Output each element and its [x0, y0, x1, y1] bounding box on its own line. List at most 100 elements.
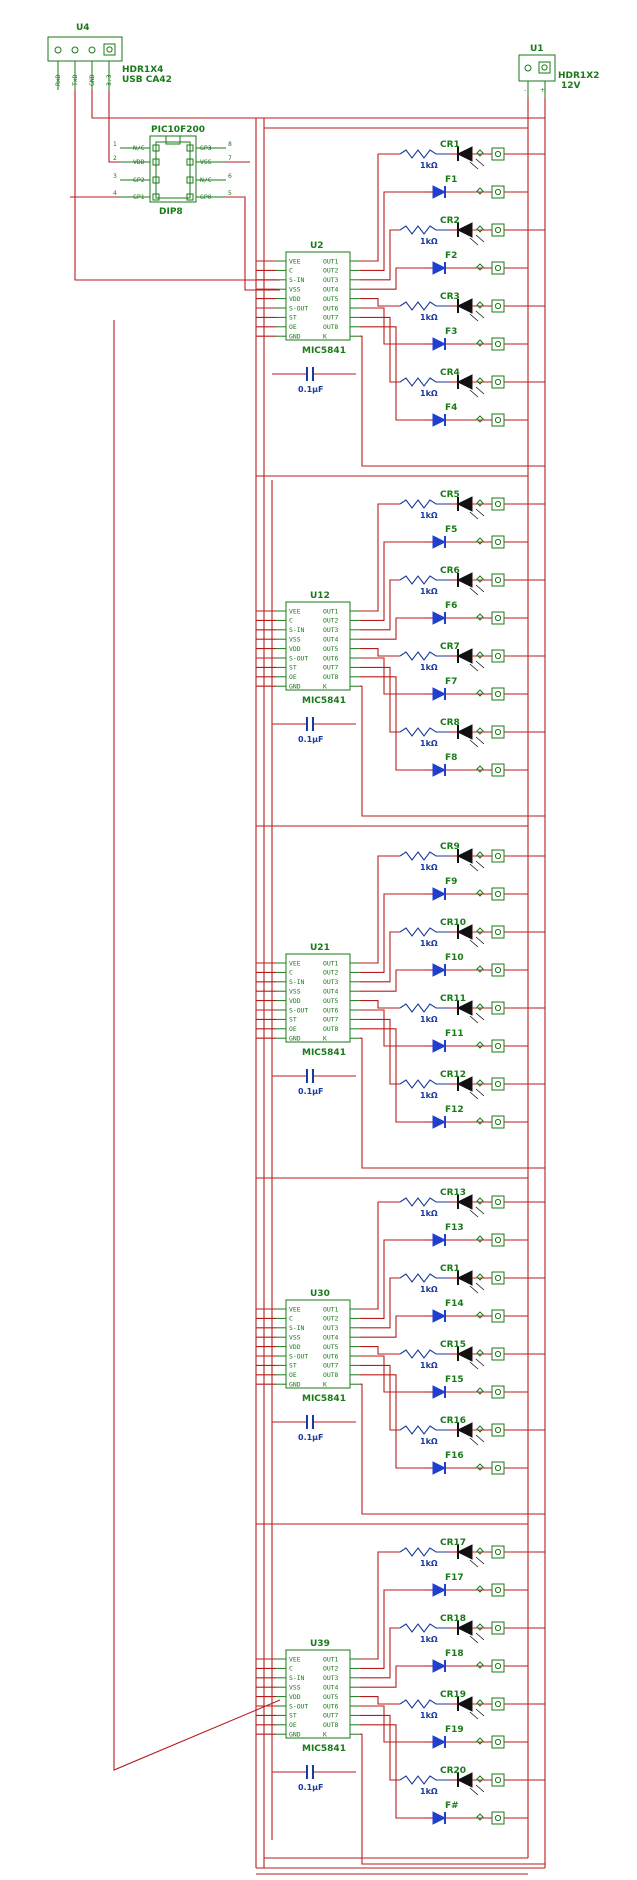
pad-square [491, 1039, 505, 1053]
pic-pin-name: GP3 [200, 144, 212, 152]
driver-part: MIC5841 [302, 1394, 346, 1404]
pad-square [491, 687, 505, 701]
capacitor-value: 0.1µF [298, 385, 324, 394]
led-label: CR19 [440, 1690, 466, 1700]
driver-pin-right: OUT4 [323, 988, 339, 996]
led-label: CR5 [440, 490, 460, 500]
driver-pin-right: OUT1 [323, 257, 339, 265]
led-stage-cr: CR17 1kΩ [360, 1538, 545, 1660]
resistor [399, 727, 450, 737]
pad-diamond [476, 187, 484, 195]
pic-pin-name: N/C [133, 144, 145, 152]
pad-square [491, 1233, 505, 1247]
led-label: F3 [445, 327, 457, 337]
diode [432, 1385, 447, 1399]
driver-pin-left: GND [289, 333, 301, 341]
led-stage-f: F1 [360, 175, 528, 271]
driver-ic-body [285, 953, 351, 1043]
driver-pin-left: VDD [289, 645, 301, 653]
led-diode [456, 496, 473, 512]
resistor [399, 1273, 450, 1283]
pad-diamond [476, 1079, 484, 1087]
led-label: F19 [445, 1725, 464, 1735]
pad-diamond [476, 765, 484, 773]
led-stage-f: F10 [360, 953, 528, 992]
pad-square [491, 1697, 505, 1711]
pad-diamond [476, 499, 484, 507]
capacitor-value: 0.1µF [298, 1087, 324, 1096]
led-stage-f: F6 [360, 601, 528, 640]
pad-square [491, 1583, 505, 1597]
diode [432, 1735, 447, 1749]
led-diode [456, 648, 473, 664]
u4-pin-circle [71, 46, 79, 54]
driver-pin-left: ST [289, 664, 297, 672]
driver-pin-left: VSS [289, 1684, 301, 1692]
pad-square [491, 1347, 505, 1361]
capacitor-value: 0.1µF [298, 735, 324, 744]
driver-pin-right: OUT4 [323, 636, 339, 644]
resistor [399, 225, 450, 235]
resistor-value: 1kΩ [420, 1559, 438, 1568]
driver-pin-right: OUT3 [323, 276, 339, 284]
driver-pin-left: OE [289, 1721, 297, 1729]
pic-pin-num: 5 [228, 190, 232, 197]
pic10f200: PIC10F200 DIP8 1 N/C 2 VDD 3 GP2 [113, 125, 232, 217]
driver-pin-right: OUT5 [323, 1343, 339, 1351]
u1-voltage: 12V [561, 81, 581, 91]
led-label: CR17 [440, 1538, 466, 1548]
driver-pin-right: OUT3 [323, 1324, 339, 1332]
pic-pin-1: 1 N/C [113, 141, 194, 152]
driver-pin-right: OUT7 [323, 664, 339, 672]
led-label: CR15 [440, 1340, 466, 1350]
led-label: CR3 [440, 292, 460, 302]
diode [432, 611, 447, 625]
pad-diamond [476, 1623, 484, 1631]
pad-square [491, 1735, 505, 1749]
pad-square [491, 1271, 505, 1285]
pad-diamond [476, 1387, 484, 1395]
driver-pin-right: OUT5 [323, 1693, 339, 1701]
resistor [399, 851, 450, 861]
led-label: CR12 [440, 1070, 466, 1080]
pad-square [491, 1309, 505, 1323]
driver-ref: U12 [310, 591, 330, 601]
led-stage-f: F17 [360, 1573, 528, 1669]
resistor-value: 1kΩ [420, 663, 438, 672]
pic-part: PIC10F200 [151, 125, 205, 135]
driver-pin-left: S-OUT [289, 1702, 308, 1710]
pad-square [491, 1077, 505, 1091]
led-label: F12 [445, 1105, 464, 1115]
pad-diamond [476, 1775, 484, 1783]
resistor [399, 1197, 450, 1207]
pad-diamond [476, 1349, 484, 1357]
driver-pin-left: VEE [289, 1305, 301, 1313]
pic-body [149, 135, 197, 203]
led-stage-f: F18 [360, 1649, 528, 1688]
led-label: F16 [445, 1451, 464, 1461]
led-stage-f: F12 [360, 1028, 528, 1129]
pic-pin-4: 4 GP1 [113, 190, 194, 201]
driver-pin-left: S-IN [289, 1324, 305, 1332]
resistor-value: 1kΩ [420, 1015, 438, 1024]
diode [432, 261, 447, 275]
led-diode [456, 298, 473, 314]
pad-diamond [476, 339, 484, 347]
pic-pin-7: 7 VSS [196, 155, 232, 166]
led-label: CR6 [440, 566, 460, 576]
led-label: F8 [445, 753, 457, 763]
driver-pin-right: OUT6 [323, 654, 339, 662]
pad-square [491, 185, 505, 199]
